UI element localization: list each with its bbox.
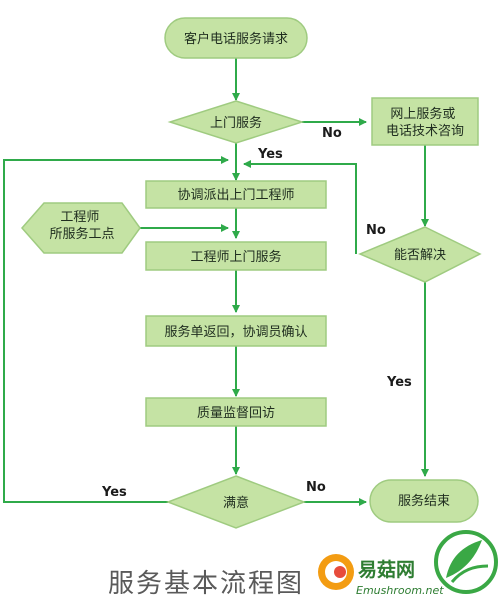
- resolve-decision-node: [358, 226, 482, 283]
- edge-satisfied-yes: [3, 156, 229, 503]
- start-label: 客户电话服务请求: [184, 31, 288, 47]
- engineer-site-label-line-2: 所服务工点: [49, 226, 114, 242]
- resolve-yes-label: Yes: [386, 375, 412, 390]
- engineer-onsite-node: [145, 241, 327, 271]
- watermark-dot-icon: [334, 566, 346, 578]
- onsite-no-label: No: [322, 126, 342, 141]
- watermark-leaf-icon-2: [450, 564, 489, 583]
- engineer-onsite-label: 工程师上门服务: [190, 249, 281, 265]
- watermark-leaf-icon: [446, 540, 482, 578]
- quality-visit-node: [145, 397, 327, 427]
- online-service-label-line-2: 电话技术咨询: [386, 124, 464, 139]
- engineer-site-label: 工程师 所服务工点: [49, 210, 114, 242]
- engineer-site-label-line-1: 工程师: [60, 210, 99, 225]
- diagram-caption: 服务基本流程图: [108, 569, 304, 599]
- online-service-label: 网上服务或 电话技术咨询: [386, 106, 464, 139]
- end-label: 服务结束: [398, 493, 450, 509]
- engineer-site-node: [21, 202, 141, 254]
- nodes: [21, 17, 482, 529]
- satisfied-no-label: No: [306, 480, 326, 495]
- end-node: [369, 479, 479, 523]
- form-return-node: [145, 315, 327, 347]
- online-service-label-line-1: 网上服务或: [390, 106, 455, 122]
- satisfied-yes-label: Yes: [101, 485, 127, 500]
- satisfied-decision-label: 满意: [223, 495, 249, 511]
- form-return-label: 服务单返回，协调员确认: [164, 324, 307, 340]
- onsite-yes-label: Yes: [257, 147, 283, 162]
- edge-resolve-no: [243, 160, 357, 254]
- satisfied-decision-node: [165, 475, 307, 529]
- edge-labels: No Yes No Yes Yes No: [101, 126, 412, 500]
- start-node: [164, 17, 308, 59]
- dispatch-label: 协调派出上门工程师: [177, 188, 294, 203]
- onsite-decision-node: [167, 100, 305, 144]
- watermark-logo: 易菇网 Emushroom.net: [318, 530, 498, 597]
- resolve-no-label: No: [366, 223, 386, 238]
- onsite-decision-label: 上门服务: [210, 115, 262, 131]
- connectors: [3, 58, 429, 506]
- node-labels: 客户电话服务请求 上门服务 网上服务或 电话技术咨询 协调派出上门工程师 工程师…: [49, 31, 464, 511]
- watermark-url: Emushroom.net: [356, 584, 444, 597]
- online-service-node: [371, 97, 479, 146]
- dispatch-node: [145, 180, 327, 209]
- watermark-brand: 易菇网: [358, 558, 415, 581]
- resolve-decision-label: 能否解决: [394, 248, 446, 263]
- quality-visit-label: 质量监督回访: [197, 406, 275, 421]
